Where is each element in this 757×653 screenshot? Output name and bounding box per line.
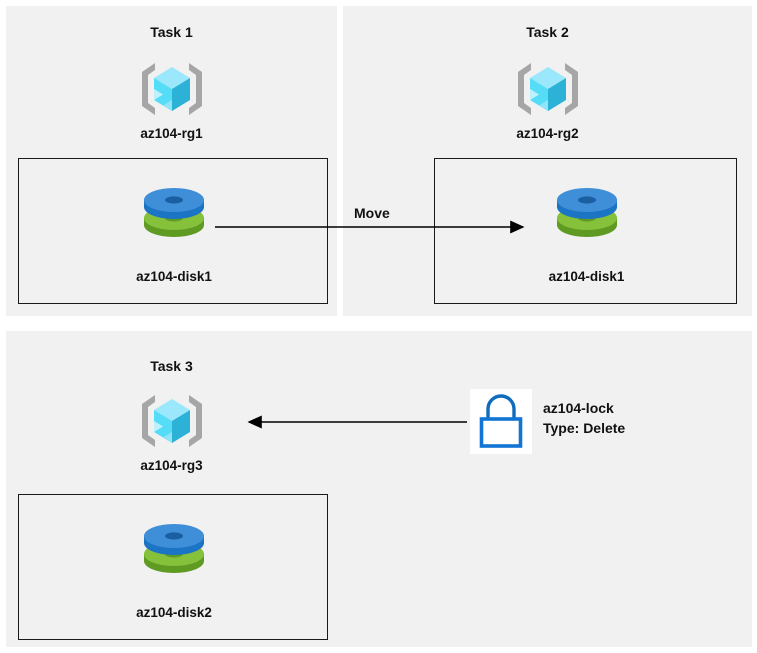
task2-title: Task 2 <box>526 24 569 40</box>
managed-disk-icon-disk1-task2 <box>545 181 629 245</box>
panel-task3: Task 3 az104-rg3 <box>6 331 752 647</box>
managed-disk-icon <box>557 188 617 237</box>
resource-group-icon-rg3 <box>137 388 207 454</box>
disk2-label-task3: az104-disk2 <box>136 605 212 620</box>
resource-group-icon <box>142 395 202 447</box>
disk1-label-task2: az104-disk1 <box>548 269 625 284</box>
move-label: Move <box>354 205 390 221</box>
managed-disk-icon-disk1 <box>132 181 216 245</box>
move-arrow <box>215 220 525 234</box>
panel-task1: Task 1 az104-rg1 <box>6 6 337 316</box>
rg1-label: az104-rg1 <box>140 126 203 141</box>
managed-disk-icon-disk2 <box>132 517 216 581</box>
rg2-label: az104-rg2 <box>516 126 579 141</box>
lock-tile <box>470 389 532 454</box>
resource-group-icon-rg1 <box>137 56 207 122</box>
task3-resource-box: az104-disk2 <box>18 494 328 640</box>
lock-apply-arrow <box>247 415 467 429</box>
lock-caption: az104-lock Type: Delete <box>543 398 625 438</box>
resource-group-icon <box>142 63 202 115</box>
resource-group-icon-rg2 <box>513 56 583 122</box>
task1-resource-box: az104-disk1 <box>18 158 328 304</box>
panel-task2: Task 2 az104-rg2 <box>343 6 752 316</box>
disk1-label-task1: az104-disk1 <box>136 269 212 284</box>
resource-group-icon <box>518 63 578 115</box>
managed-disk-icon <box>144 524 204 573</box>
managed-disk-icon <box>144 188 204 237</box>
lock-name: az104-lock <box>543 400 614 416</box>
rg3-label: az104-rg3 <box>140 458 203 473</box>
lock-type: Type: Delete <box>543 420 626 436</box>
task3-title: Task 3 <box>150 358 193 374</box>
lock-icon <box>479 394 523 448</box>
task2-resource-box: az104-disk1 <box>434 158 737 304</box>
task1-title: Task 1 <box>150 24 193 40</box>
